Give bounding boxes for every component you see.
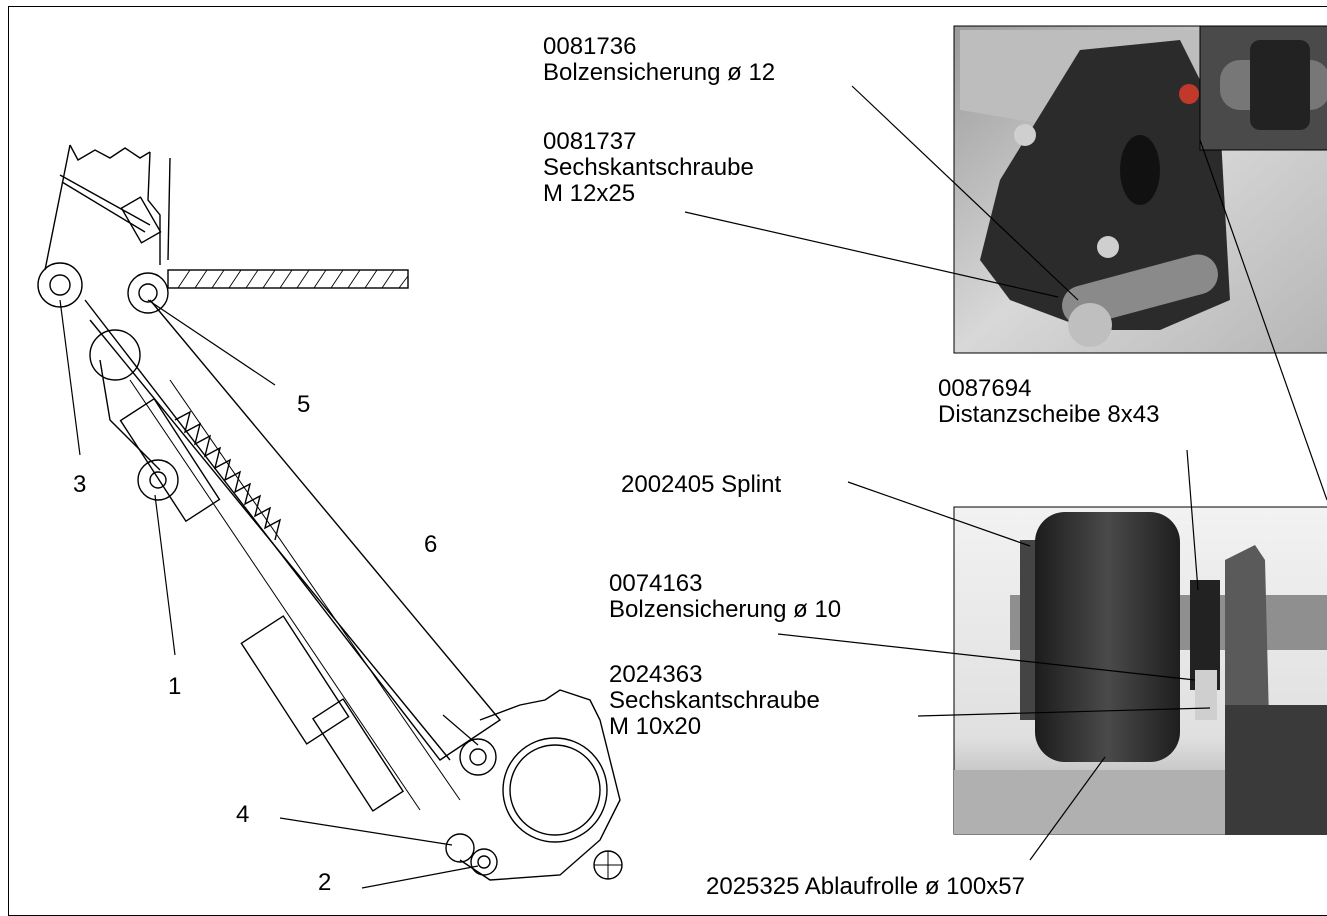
drawing-hatched-plate — [167, 269, 409, 289]
photo-roller — [1035, 512, 1180, 762]
drawing-top-break-line — [69, 144, 151, 161]
drawing-number-5: 5 — [297, 391, 311, 418]
part-number: 0081736 — [543, 33, 637, 60]
drawing-spring — [174, 410, 282, 541]
part-number: 2024363 — [609, 661, 703, 688]
drawing-number-4: 4 — [236, 801, 250, 828]
drawing-right-edge — [167, 157, 171, 261]
photo-red-pin — [1179, 84, 1199, 104]
drawing-number-1: 1 — [168, 673, 182, 700]
part-number: 0074163 — [609, 570, 703, 597]
part-size: M 10x20 — [609, 713, 702, 740]
part-splint: 2002405 Splint — [621, 471, 782, 498]
drawing-tube — [502, 737, 608, 843]
part-size: M 12x25 — [543, 180, 636, 207]
part-distanzscheibe: 0087694 Distanzscheibe 8x43 — [938, 376, 1159, 428]
part-number: 0081737 — [543, 128, 637, 155]
photo-black-bracket — [980, 40, 1230, 330]
part-number: 0087694 — [938, 375, 1032, 402]
drawing-pivot-1 — [137, 459, 179, 501]
drawing-left-edge — [44, 144, 71, 271]
drawing-pivot-6 — [459, 738, 497, 776]
part-name: Bolzensicherung ø 10 — [609, 596, 842, 623]
part-bolzensicherung-12: 0081736 Bolzensicherung ø 12 — [543, 34, 775, 86]
part-bolzensicherung-10: 0074163 Bolzensicherung ø 10 — [609, 571, 841, 623]
part-sechskantschraube-m10: 2024363 Sechskantschraube M 10x20 — [609, 662, 820, 740]
part-sechskantschraube-m12: 0081737 Sechskantschraube M 12x25 — [543, 129, 754, 207]
drawing-number-6: 6 — [424, 531, 438, 558]
part-name: Sechskantschraube — [609, 687, 820, 714]
part-name: Sechskantschraube — [543, 154, 754, 181]
drawing-cylinder-body — [240, 615, 350, 745]
part-ablaufrolle: 2025325 Ablaufrolle ø 100x57 — [706, 873, 1025, 900]
part-name: Distanzscheibe 8x43 — [938, 401, 1160, 428]
drawing-bottom-bracket — [459, 689, 621, 881]
drawing-pivot-2 — [470, 848, 498, 876]
drawing-number-3: 3 — [73, 471, 87, 498]
drawing-pivot-4 — [445, 833, 475, 863]
drawing-pivot-3 — [37, 262, 83, 308]
drawing-pivot-5 — [127, 272, 169, 314]
drawing-number-2: 2 — [318, 869, 332, 896]
part-name: Bolzensicherung ø 12 — [543, 59, 776, 86]
